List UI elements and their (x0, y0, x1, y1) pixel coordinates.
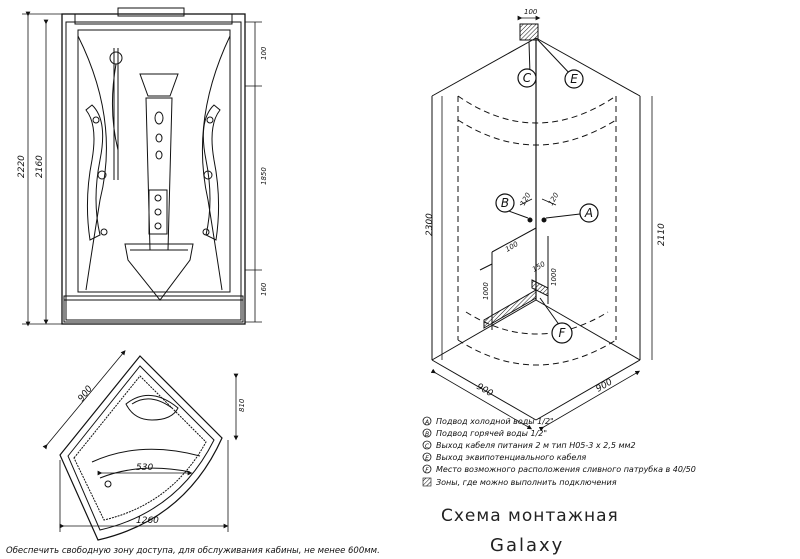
scheme-title: Схема монтажная (441, 506, 619, 526)
top-dim-seat: 530 (136, 463, 153, 473)
svg-text:Зоны, где можно выполнить под: Зоны, где можно выполнить подключения (436, 478, 617, 487)
install-dim-f-offset: 150 (531, 260, 547, 274)
legend-item-f: F Место возможного расположения сливного… (422, 464, 696, 474)
svg-text:F: F (559, 326, 567, 340)
svg-text:Место возможного расположения: Место возможного расположения сливного п… (436, 465, 696, 474)
svg-text:B: B (501, 196, 509, 210)
legend: A Подвод холодной воды 1/2" B Подвод гор… (422, 416, 696, 487)
access-zone-note: Обеспечить свободную зону доступа, для о… (6, 546, 380, 556)
install-dim-right-height: 1000 (550, 268, 558, 286)
marker-b: B (495, 193, 515, 213)
top-dim-side: 900 (76, 384, 95, 404)
svg-text:Выход эквипотенциального кабел: Выход эквипотенциального кабеля (436, 453, 586, 462)
install-dim-b-offset: 120 (519, 191, 533, 207)
top-dim-width: 1260 (136, 516, 159, 526)
install-dim-cabin-height: 2110 (657, 223, 667, 246)
marker-a: A (579, 203, 599, 223)
top-view (59, 355, 223, 541)
svg-text:E: E (570, 72, 578, 86)
install-dim-wall-height: 2300 (425, 213, 435, 236)
front-view (61, 7, 246, 325)
install-dimension-lines (430, 15, 653, 432)
install-view (431, 23, 641, 421)
model-name: Galaxy (490, 535, 564, 556)
legend-item-c: C Выход кабеля питания 2 м тип H05-3 x 2… (422, 440, 636, 450)
install-dim-left-height: 1000 (482, 282, 490, 300)
install-dim-floor-right: 900 (595, 377, 615, 394)
front-dim-cabin-height: 2160 (35, 155, 45, 178)
front-dimension-lines (22, 11, 262, 327)
top-dim-depth: 810 (238, 398, 246, 412)
hatch-swatch (422, 477, 432, 487)
svg-text:C: C (425, 443, 430, 450)
svg-text:A: A (584, 206, 593, 220)
svg-text:F: F (425, 467, 429, 474)
install-dim-a-offset: 120 (547, 191, 561, 207)
svg-text:Выход кабеля питания 2 м тип: Выход кабеля питания 2 м тип H05-3 x 2,5… (436, 441, 636, 450)
install-dim-box: 100 (524, 8, 538, 16)
marker-c: C (517, 68, 537, 88)
svg-text:C: C (523, 71, 532, 85)
front-dim-bottom: 160 (260, 282, 268, 296)
front-dim-top: 100 (260, 46, 268, 60)
legend-item-b: B Подвод горячей воды 1/2" (422, 428, 547, 438)
install-dim-left-inner: 100 (504, 240, 520, 254)
marker-f: F (551, 322, 573, 344)
legend-item-zone: Зоны, где можно выполнить подключения (422, 477, 617, 487)
svg-text:B: B (425, 431, 429, 438)
svg-text:A: A (424, 419, 429, 426)
svg-text:E: E (425, 455, 429, 462)
legend-item-e: E Выход эквипотенциального кабеля (422, 452, 586, 462)
front-dim-total-height: 2220 (17, 155, 27, 178)
svg-text:Подвод горячей воды 1/2": Подвод горячей воды 1/2" (436, 429, 547, 438)
install-dim-floor-left: 900 (475, 382, 495, 399)
legend-item-a: A Подвод холодной воды 1/2" (422, 416, 554, 426)
svg-text:Подвод холодной воды 1/2": Подвод холодной воды 1/2" (436, 417, 554, 426)
top-dimension-lines (42, 350, 239, 532)
marker-e: E (564, 69, 584, 89)
front-dim-middle: 1850 (260, 167, 268, 185)
